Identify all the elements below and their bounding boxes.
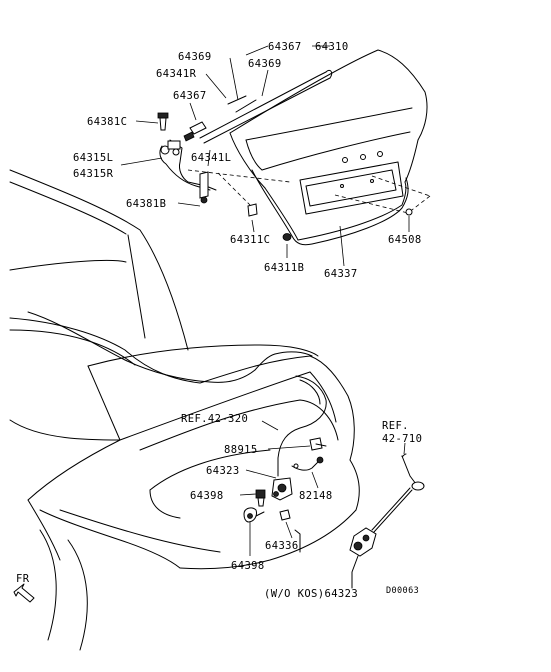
label-wo-kos-64323: (W/O KOS)64323 [264, 588, 358, 600]
label-64315r: 64315R [73, 168, 114, 180]
label-64369-a: 64369 [178, 51, 212, 63]
label-64398-a: 64398 [190, 490, 224, 502]
label-64337: 64337 [324, 268, 358, 280]
bumper-64311c [247, 203, 258, 217]
label-64367-left: 64367 [173, 90, 207, 102]
label-64341r: 64341R [156, 68, 197, 80]
label-64508: 64508 [388, 234, 422, 246]
label-64336: 64336 [265, 540, 299, 552]
torsion-bars [183, 69, 333, 144]
lock-components [243, 375, 327, 553]
label-82148: 82148 [299, 490, 333, 502]
plug-64508 [405, 208, 413, 216]
bumper-64311b [282, 233, 292, 241]
label-64341l: 64341L [191, 152, 231, 164]
front-arrow-icon [13, 583, 35, 603]
label-64311c: 64311C [230, 234, 270, 246]
label-64381c: 64381C [87, 116, 127, 128]
label-64381b: 64381B [126, 198, 166, 210]
label-64310: 64310 [315, 41, 349, 53]
label-64315l: 64315L [73, 152, 113, 164]
leader-lines [120, 45, 410, 556]
label-64311b: 64311B [264, 262, 304, 274]
label-64398-b: 64398 [231, 560, 265, 572]
label-64367-top: 64367 [268, 41, 302, 53]
car-body [9, 169, 360, 651]
label-diagram-id: D00063 [386, 586, 419, 596]
label-ref-42-710-b: 42-710 [382, 433, 422, 445]
label-ref-42-320: REF.42-320 [181, 413, 248, 425]
label-64323-a: 64323 [206, 465, 240, 477]
label-88915: 88915 [224, 444, 258, 456]
label-fr: FR [16, 573, 30, 585]
weatherstrip-64337 [251, 169, 409, 246]
trunk-lid [229, 49, 428, 241]
label-ref-42-710-a: REF. [382, 420, 409, 432]
lock-wo-kos [349, 453, 425, 589]
hinge-assembly [157, 112, 217, 204]
label-64369-b: 64369 [248, 58, 282, 70]
